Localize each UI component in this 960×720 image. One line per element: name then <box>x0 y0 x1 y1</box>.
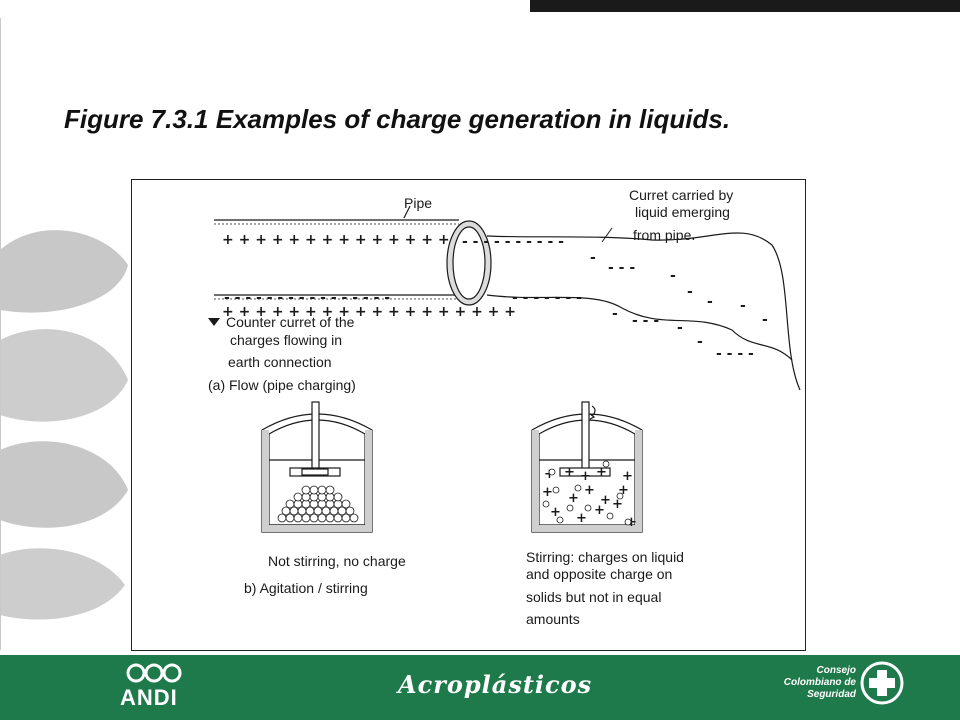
andi-logo-text: ANDI <box>120 685 178 710</box>
svg-text:-: - <box>677 320 683 336</box>
svg-text:-: - <box>612 306 618 322</box>
svg-text:+: + <box>542 485 553 500</box>
tank1-label: Not stirring, no charge <box>268 553 406 569</box>
liquid-stream <box>486 232 801 391</box>
svg-text:-: - <box>740 298 746 314</box>
charge-generation-diagram: + + + + + + + + + + + + + + + + + + + + … <box>208 205 801 533</box>
svg-text:-: - <box>707 294 713 310</box>
svg-text:- - - -: - - - - <box>716 346 754 362</box>
counter-current-line1: Counter curret of the <box>226 314 355 330</box>
caption-flow: (a) Flow (pipe charging) <box>208 377 356 393</box>
figure-panel: + + + + + + + + + + + + + + + + + + + + … <box>131 179 806 651</box>
counter-current-line2: charges flowing in <box>230 332 343 348</box>
svg-text:+ + + + + + + + + + + + + + +: + + + + + + + + + + + + + + + + + + <box>222 304 516 320</box>
svg-text:+: + <box>618 483 629 498</box>
svg-text:+: + <box>626 515 637 530</box>
consejo-line1: Consejo <box>816 665 856 676</box>
tank2-label-line3: solids but not in equal <box>526 589 662 605</box>
svg-text:+: + <box>550 505 561 520</box>
svg-text:-: - <box>687 284 693 300</box>
svg-text:- - - - - - - - - -: - - - - - - - - - - <box>462 234 564 250</box>
svg-text:+: + <box>600 493 611 508</box>
svg-text:+ + + + + + + + + + + + + +: + + + + + + + + + + + + + + <box>222 232 450 248</box>
svg-text:+: + <box>622 469 633 484</box>
svg-text:- - -: - - - <box>608 260 635 276</box>
tank2-label-line2: and opposite charge on <box>526 566 673 582</box>
current-label-line2: liquid emerging <box>635 204 730 220</box>
top-dark-bar <box>530 0 960 12</box>
tank2-label-line4: amounts <box>526 611 580 627</box>
pipe-negative-charges: - - - - - - - - - - - - - - - - <box>224 290 390 306</box>
pipe-label: Pipe <box>404 195 433 211</box>
safety-cross-icon <box>860 661 904 705</box>
svg-text:- - -: - - - <box>632 313 659 329</box>
current-label-line1: Curret carried by <box>629 187 734 203</box>
svg-text:+: + <box>564 465 575 480</box>
earth-arrow-icon <box>208 318 220 326</box>
svg-text:-: - <box>590 250 596 266</box>
consejo-line2: Colombiano de <box>783 677 856 688</box>
stream-negative-charges: - - - - - - - - - - - - - - - - - - - - … <box>462 227 768 362</box>
counter-current-line3: earth connection <box>228 354 332 370</box>
footer-bar: ANDI Acroplásticos Consejo Colombiano de… <box>0 655 960 720</box>
svg-text:+: + <box>596 465 607 480</box>
tank-stirring <box>531 401 643 533</box>
current-label-line3: from pipe. <box>633 227 696 243</box>
svg-text:+: + <box>612 497 623 512</box>
svg-text:-: - <box>670 268 676 284</box>
svg-text:+: + <box>576 511 587 526</box>
svg-text:+: + <box>594 503 605 518</box>
svg-text:- - - - - - - - - - - - - - -: - - - - - - - - - - - - - - - - <box>224 290 390 306</box>
consejo-line3: Seguridad <box>807 689 856 700</box>
andi-logo-icon <box>126 663 182 683</box>
consejo-logo-text: Consejo Colombiano de Seguridad <box>770 665 856 701</box>
svg-text:- - - - - - -: - - - - - - - <box>512 290 582 306</box>
tank2-particles <box>542 460 632 526</box>
tank2-label-line1: Stirring: charges on liquid <box>526 549 684 565</box>
svg-text:-: - <box>697 334 703 350</box>
svg-text:-: - <box>762 312 768 328</box>
svg-text:+: + <box>584 483 595 498</box>
svg-text:+: + <box>580 469 591 484</box>
caption-agitation: b) Agitation / stirring <box>244 580 368 596</box>
pipe-drawing <box>214 205 492 306</box>
svg-text:+: + <box>568 491 579 506</box>
tank2-charges: +++++ +++++ +++++ <box>542 465 637 530</box>
acroplasticos-logo-text: Acroplásticos <box>398 670 593 699</box>
background-leaf-decoration <box>0 18 128 650</box>
svg-text:+: + <box>544 467 555 482</box>
pipe-positive-charges: + + + + + + + + + + + + + + + + + + + + … <box>222 232 516 320</box>
tank1-solid-particles <box>277 485 359 523</box>
slide-title: Figure 7.3.1 Examples of charge generati… <box>64 104 731 134</box>
